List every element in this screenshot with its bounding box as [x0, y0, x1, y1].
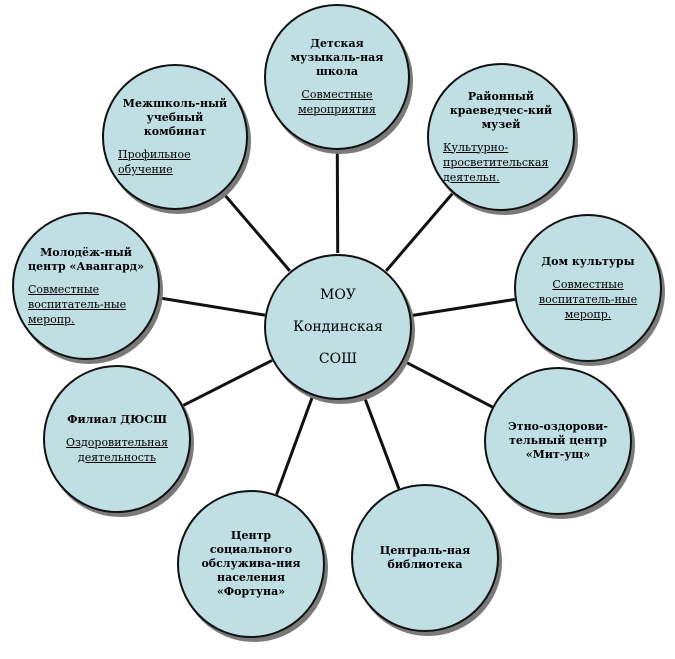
- connector-node-sports-school-branch: [182, 359, 273, 407]
- center-line-1: МОУ: [320, 287, 356, 303]
- node-desc: Профильное обучение: [118, 148, 191, 176]
- node-desc: Совместные мероприятия: [298, 88, 376, 116]
- connector-node-interschool-complex: [221, 191, 291, 272]
- node-title: Этно-оздорови-тельный центр «Мит-ущ»: [508, 420, 608, 461]
- node-title: Межшколь-ный учебный комбинат: [122, 97, 228, 138]
- connector-node-youth-center-avangard: [158, 296, 266, 317]
- connector-node-social-center-fortuna: [275, 395, 314, 496]
- node-desc: Совместные воспитатель-ные меропр.: [28, 282, 127, 326]
- connector-node-central-library: [362, 395, 401, 490]
- node-title: Молодёж-ный центр «Авангард»: [28, 245, 144, 273]
- node-title: Филиал ДЮСШ: [67, 413, 167, 426]
- node-title: Дом культуры: [541, 254, 635, 268]
- node-title: Детская музыкаль-ная школа: [290, 37, 384, 78]
- node-desc: Оздоровительная деятельность: [65, 436, 168, 464]
- node-sports-school-branch: Филиал ДЮСШ Оздоровительная деятельность: [43, 365, 191, 513]
- node-interschool-complex: Межшколь-ный учебный комбинат Профильное…: [102, 64, 248, 210]
- node-youth-center-avangard: Молодёж-ный центр «Авангард» Совместные …: [12, 212, 160, 360]
- connector-node-house-of-culture: [410, 297, 516, 318]
- connector-node-local-museum: [385, 192, 454, 272]
- node-desc: Культурно-просветительская деятельн.: [443, 140, 549, 184]
- node-title: Центр социального обслужива-ния населени…: [201, 529, 301, 598]
- node-local-museum: Районный краеведчес-кий музей Культурно-…: [427, 63, 575, 211]
- node-social-center-fortuna: Центр социального обслужива-ния населени…: [177, 490, 325, 638]
- connector-node-ethno-center: [403, 359, 493, 409]
- node-central-library: Централь-ная библиотека: [351, 484, 499, 632]
- center-line-2: Кондинская: [293, 319, 383, 335]
- node-house-of-culture: Дом культуры Совместные воспитатель-ные …: [514, 214, 662, 362]
- center-line-3: СОШ: [318, 351, 358, 367]
- node-title: Районный краеведчес-кий музей: [449, 89, 553, 131]
- node-desc: Совместные воспитатель-ные меропр.: [538, 277, 638, 321]
- node-music-school: Детская музыкаль-ная школа Совместные ме…: [264, 4, 410, 150]
- node-ethno-center: Этно-оздорови-тельный центр «Мит-ущ»: [484, 367, 632, 515]
- node-title: Централь-ная библиотека: [379, 544, 471, 571]
- center-node-school: МОУ Кондинская СОШ: [264, 254, 412, 400]
